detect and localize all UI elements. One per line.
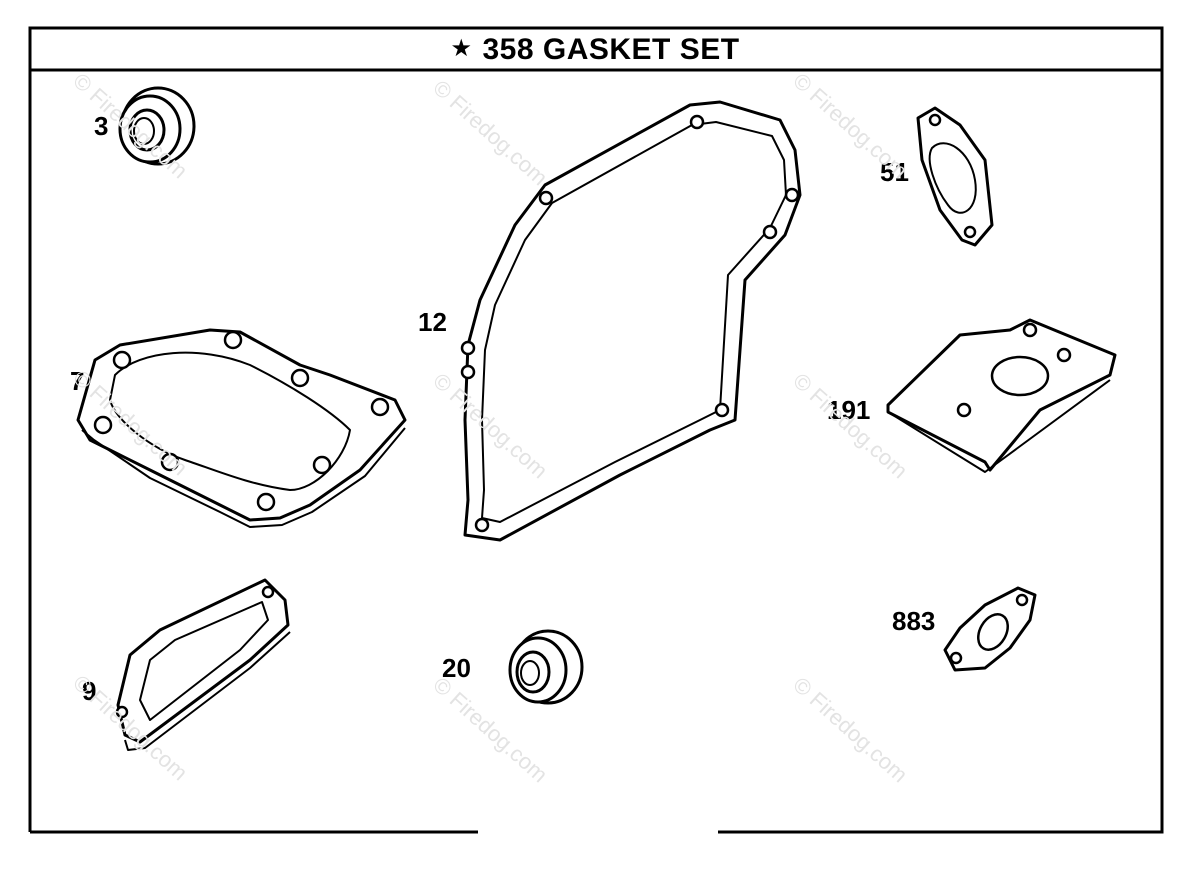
carb-mount-gasket-part (886, 318, 1117, 473)
crankcase-gasket-part (460, 100, 802, 542)
callout-small-flange-gasket: 883 (892, 606, 936, 636)
seal-top-part (118, 86, 196, 166)
cylinder-head-gasket-part (76, 328, 407, 528)
breather-gasket-part (115, 578, 291, 751)
intake-gasket-part (916, 106, 994, 247)
title-text: 358 GASKET SET (482, 33, 740, 66)
diagram-title: ★ 358 GASKET SET (30, 30, 1160, 70)
star-icon: ★ (450, 34, 473, 62)
callout-breather-gasket: 9 (82, 676, 97, 706)
small-flange-gasket-part (943, 586, 1037, 672)
callout-intake-gasket: 51 (880, 157, 909, 187)
callout-crankcase-gasket: 12 (418, 307, 447, 337)
callout-cylinder-head-gasket: 7 (70, 366, 85, 396)
seal-bottom-part (508, 629, 584, 705)
callout-seal-top: 3 (94, 111, 109, 141)
callout-seal-bottom: 20 (442, 653, 471, 683)
callout-carb-mount-gasket: 191 (827, 395, 871, 425)
